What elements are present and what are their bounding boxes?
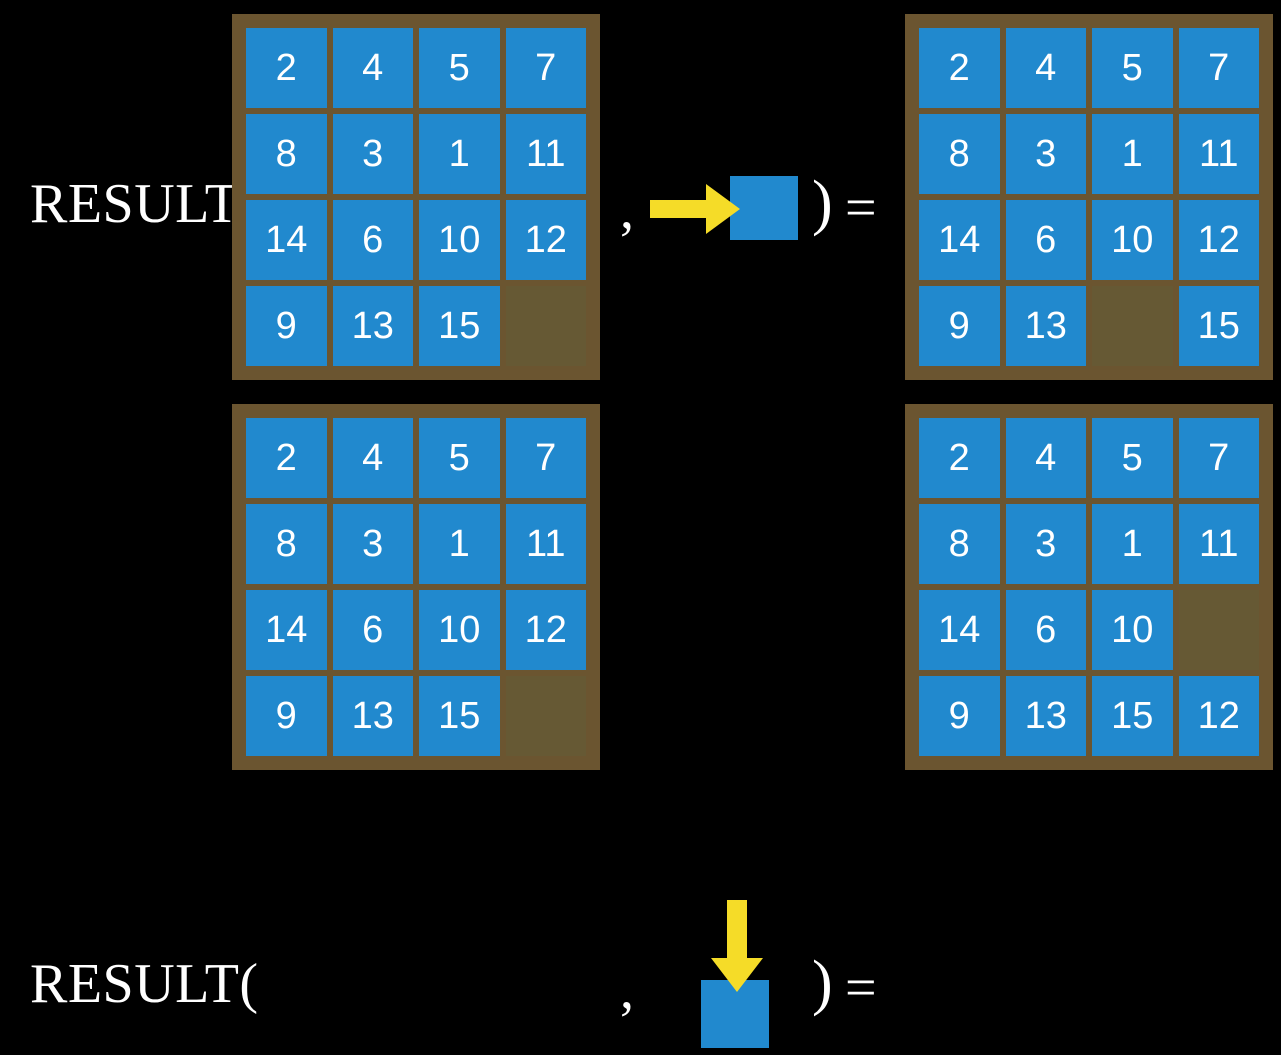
tile[interactable]: 14 [246, 590, 327, 670]
tile[interactable]: 7 [505, 418, 586, 498]
tile[interactable]: 4 [1005, 28, 1086, 108]
move-icon-row-2 [695, 900, 785, 1055]
empty-slot [505, 676, 586, 756]
tile[interactable]: 9 [246, 286, 327, 366]
tile[interactable]: 5 [1092, 418, 1173, 498]
tile[interactable]: 12 [1178, 676, 1259, 756]
tile[interactable]: 7 [1178, 28, 1259, 108]
tile[interactable]: 4 [1005, 418, 1086, 498]
arrow-right-icon [650, 184, 740, 234]
tile[interactable]: 1 [1092, 504, 1173, 584]
equation-row-1: RESULT( 2 4 5 7 8 3 1 11 14 6 10 12 9 13… [0, 0, 1281, 390]
tile[interactable]: 1 [1092, 114, 1173, 194]
input-board-row-2: 2 4 5 7 8 3 1 11 14 6 10 12 9 13 15 [232, 404, 600, 770]
tile[interactable]: 3 [1005, 504, 1086, 584]
tile[interactable]: 12 [505, 200, 586, 280]
tile[interactable]: 5 [419, 28, 500, 108]
tile[interactable]: 10 [419, 200, 500, 280]
empty-slot [1178, 590, 1259, 670]
tile[interactable]: 1 [419, 504, 500, 584]
tile[interactable]: 15 [419, 286, 500, 366]
equals-sign-row-1: = [845, 177, 877, 239]
tile[interactable]: 3 [332, 114, 413, 194]
tile[interactable]: 7 [505, 28, 586, 108]
output-board-row-2: 2 4 5 7 8 3 1 11 14 6 10 9 13 15 12 [905, 404, 1273, 770]
output-board-row-1: 2 4 5 7 8 3 1 11 14 6 10 12 9 13 15 [905, 14, 1273, 380]
input-board-row-1: 2 4 5 7 8 3 1 11 14 6 10 12 9 13 15 [232, 14, 600, 380]
tile[interactable]: 8 [919, 504, 1000, 584]
paren-close-row-2: ) [812, 949, 833, 1017]
tile[interactable]: 6 [1005, 590, 1086, 670]
tile[interactable]: 15 [419, 676, 500, 756]
result-label-text: RESULT( [30, 173, 259, 235]
tile[interactable]: 4 [332, 418, 413, 498]
move-target-tile [730, 176, 798, 240]
tile[interactable]: 11 [505, 504, 586, 584]
result-function-label-row-1: RESULT( [30, 176, 259, 232]
tile[interactable]: 11 [1178, 114, 1259, 194]
comma-separator-row-1: , [620, 179, 634, 241]
tile[interactable]: 13 [1005, 676, 1086, 756]
tile[interactable]: 11 [1178, 504, 1259, 584]
tile[interactable]: 6 [1005, 200, 1086, 280]
tile[interactable]: 4 [332, 28, 413, 108]
tile[interactable]: 5 [1092, 28, 1173, 108]
result-label-text: RESULT( [30, 953, 259, 1015]
tile[interactable]: 6 [332, 590, 413, 670]
tile[interactable]: 12 [505, 590, 586, 670]
arrow-down-icon [711, 900, 763, 992]
tile[interactable]: 8 [246, 114, 327, 194]
tile[interactable]: 9 [919, 286, 1000, 366]
tile[interactable]: 10 [419, 590, 500, 670]
tile[interactable]: 14 [919, 590, 1000, 670]
tile[interactable]: 13 [1005, 286, 1086, 366]
move-icon-row-1 [650, 168, 810, 252]
tile[interactable]: 11 [505, 114, 586, 194]
tile[interactable]: 3 [332, 504, 413, 584]
paren-close-row-1: ) [812, 169, 833, 237]
tile[interactable]: 14 [246, 200, 327, 280]
tile[interactable]: 9 [246, 676, 327, 756]
comma-separator-row-2: , [620, 959, 634, 1021]
empty-slot [505, 286, 586, 366]
tile[interactable]: 3 [1005, 114, 1086, 194]
tile[interactable]: 9 [919, 676, 1000, 756]
tile[interactable]: 13 [332, 676, 413, 756]
empty-slot [1092, 286, 1173, 366]
tile[interactable]: 7 [1178, 418, 1259, 498]
tile[interactable]: 10 [1092, 590, 1173, 670]
tile[interactable]: 2 [246, 418, 327, 498]
tile[interactable]: 2 [919, 28, 1000, 108]
tile[interactable]: 15 [1178, 286, 1259, 366]
tile[interactable]: 5 [419, 418, 500, 498]
result-function-label-row-2: RESULT( [30, 956, 259, 1012]
equals-sign-row-2: = [845, 957, 877, 1019]
tile[interactable]: 2 [919, 418, 1000, 498]
tile[interactable]: 1 [419, 114, 500, 194]
tile[interactable]: 12 [1178, 200, 1259, 280]
tile[interactable]: 6 [332, 200, 413, 280]
equation-row-2: RESULT( 2 4 5 7 8 3 1 11 14 6 10 12 9 13… [0, 390, 1281, 1048]
tile[interactable]: 10 [1092, 200, 1173, 280]
tile[interactable]: 14 [919, 200, 1000, 280]
tile[interactable]: 8 [919, 114, 1000, 194]
tile[interactable]: 2 [246, 28, 327, 108]
tile[interactable]: 13 [332, 286, 413, 366]
tile[interactable]: 15 [1092, 676, 1173, 756]
tile[interactable]: 8 [246, 504, 327, 584]
